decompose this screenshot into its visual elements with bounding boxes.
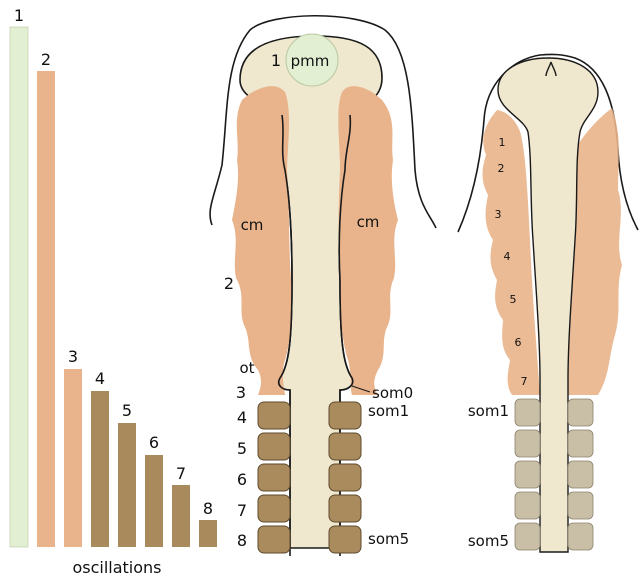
right-somite-right-2 <box>568 430 593 457</box>
somite-right-4 <box>329 495 361 522</box>
somite-right-3 <box>329 464 361 491</box>
bar-6 <box>145 455 163 547</box>
bar-label-5: 5 <box>122 401 132 420</box>
right-somite-left-5 <box>515 523 540 550</box>
cm-right-label: cm <box>357 213 380 231</box>
bar-7 <box>172 485 190 547</box>
middle-number-4: 4 <box>237 408 247 427</box>
right-number-5: 5 <box>510 293 517 306</box>
bar-1 <box>10 27 28 547</box>
som0-label: som0 <box>372 384 413 402</box>
bar-label-2: 2 <box>41 50 51 69</box>
right-somite-right-4 <box>568 492 593 519</box>
middle-embryo: pmm 1 cm cm 2 ot 3 som0 som1 som5 4 5 <box>210 16 436 556</box>
right-embryo: 1 2 3 4 5 6 7 som1 som5 <box>458 54 638 552</box>
right-somite-right-3 <box>568 461 593 488</box>
middle-number-2: 2 <box>224 274 234 293</box>
right-somite-left-3 <box>515 461 540 488</box>
middle-number-7: 7 <box>237 501 247 520</box>
bar-label-4: 4 <box>95 369 105 388</box>
right-number-4: 4 <box>504 250 511 263</box>
somite-right-2 <box>329 433 361 460</box>
bar-label-3: 3 <box>68 347 78 366</box>
right-somite-left-4 <box>515 492 540 519</box>
right-number-2: 2 <box>498 162 505 175</box>
som1-right-label: som1 <box>468 402 509 420</box>
som5-middle-label: som5 <box>368 530 409 548</box>
som5-right-label: som5 <box>468 532 509 550</box>
cardiac-mesoderm-right <box>338 86 398 395</box>
bar-2 <box>37 71 55 547</box>
bar-label-6: 6 <box>149 433 159 452</box>
middle-number-1: 1 <box>271 51 281 70</box>
x-axis-label: oscillations <box>72 558 161 577</box>
right-somite-right-1 <box>568 399 593 426</box>
pmm-label: pmm <box>291 52 330 70</box>
middle-number-5: 5 <box>237 439 247 458</box>
right-somite-left-2 <box>515 430 540 457</box>
somite-left-1 <box>258 402 290 429</box>
right-number-3: 3 <box>495 208 502 221</box>
somite-left-2 <box>258 433 290 460</box>
right-number-1: 1 <box>499 136 506 149</box>
somite-right-5 <box>329 526 361 553</box>
somite-left-4 <box>258 495 290 522</box>
somite-left-3 <box>258 464 290 491</box>
ot-label: ot <box>239 359 254 377</box>
right-somite-left-1 <box>515 399 540 426</box>
right-number-7: 7 <box>521 375 528 388</box>
somite-left-5 <box>258 526 290 553</box>
oscillation-chart: 1 2 3 4 5 6 7 8 oscillations <box>10 6 217 577</box>
bar-label-7: 7 <box>176 464 186 483</box>
bar-label-8: 8 <box>203 499 213 518</box>
somite-right-1 <box>329 402 361 429</box>
cm-left-label: cm <box>241 216 264 234</box>
bar-8 <box>199 520 217 547</box>
bar-3 <box>64 369 82 547</box>
right-number-6: 6 <box>515 336 522 349</box>
som1-middle-label: som1 <box>368 402 409 420</box>
middle-number-6: 6 <box>237 470 247 489</box>
right-somite-right-5 <box>568 523 593 550</box>
bar-4 <box>91 391 109 547</box>
middle-number-3: 3 <box>236 383 246 402</box>
middle-number-8: 8 <box>237 531 247 550</box>
bar-5 <box>118 423 136 547</box>
bar-label-1: 1 <box>14 6 24 25</box>
